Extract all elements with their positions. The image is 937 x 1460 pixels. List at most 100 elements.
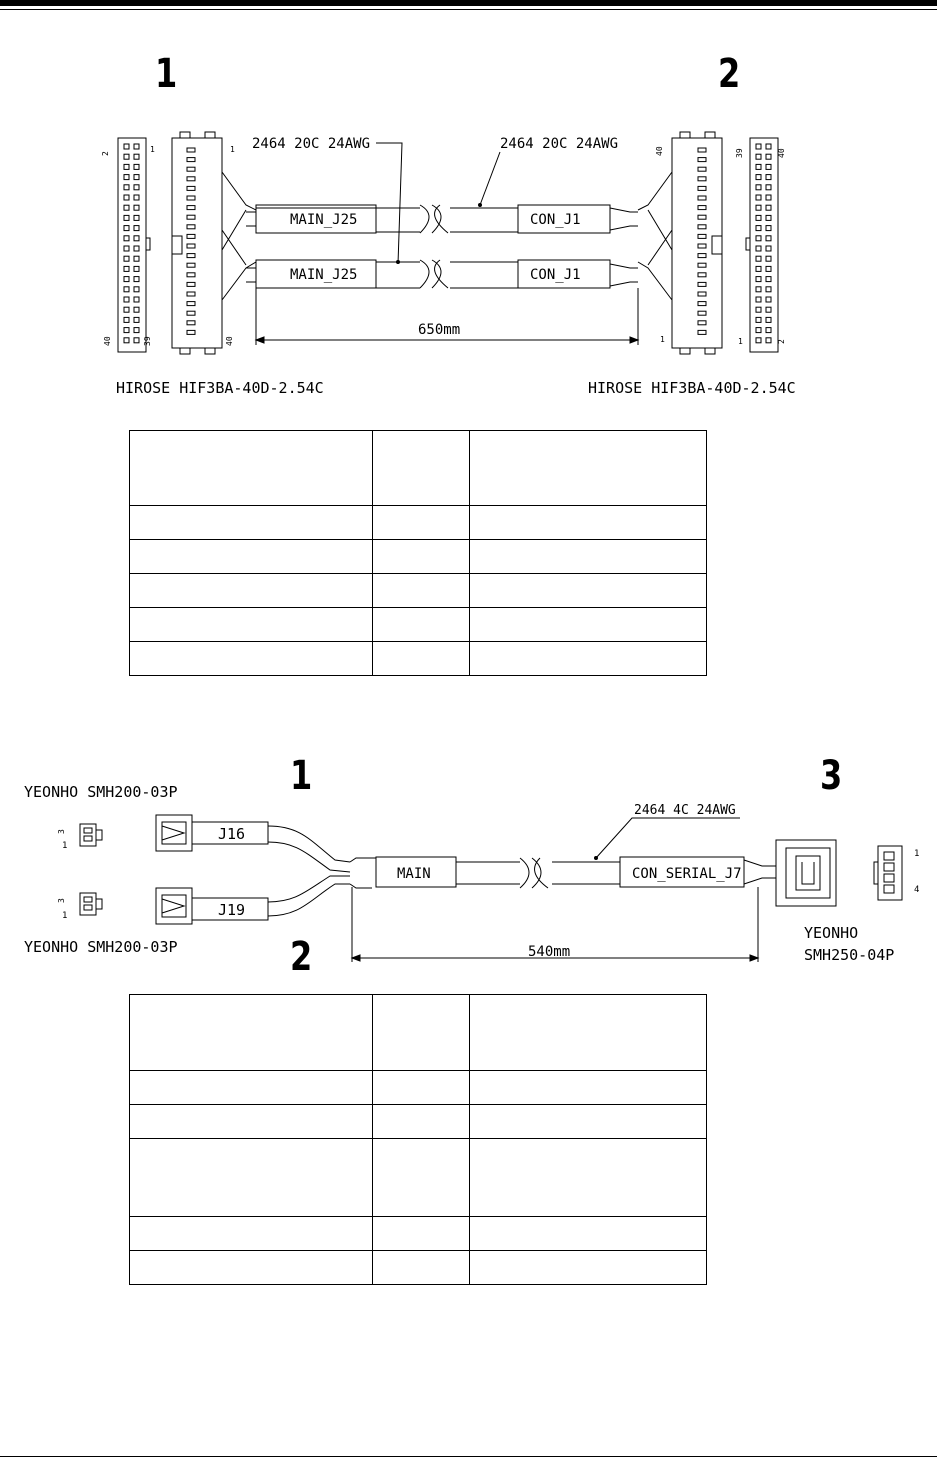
pin bbox=[765, 225, 772, 232]
wire-spec: 2464 4C 24AWG bbox=[634, 803, 736, 818]
contact-slot bbox=[186, 310, 196, 316]
table-row bbox=[129, 505, 707, 540]
end-label-1: 1 bbox=[155, 51, 178, 97]
pin-number: 1 bbox=[914, 849, 919, 859]
pin-number: 1 bbox=[660, 335, 665, 344]
pin bbox=[755, 184, 762, 191]
pin bbox=[755, 316, 762, 323]
footer-rule bbox=[0, 1456, 937, 1457]
contact-slot bbox=[697, 157, 707, 163]
end-label: CON_SERIAL_J7 bbox=[632, 866, 742, 882]
pin bbox=[133, 306, 140, 313]
contact-slot bbox=[697, 329, 707, 335]
contact-slot bbox=[697, 176, 707, 182]
pin bbox=[123, 235, 130, 242]
pin bbox=[133, 204, 140, 211]
spec-table-1 bbox=[129, 430, 707, 676]
header-3pin-bottom bbox=[79, 892, 97, 916]
pin bbox=[123, 174, 130, 181]
contact-slot bbox=[186, 166, 196, 172]
pin-number: 1 bbox=[62, 911, 67, 921]
pin bbox=[123, 194, 130, 201]
pin bbox=[755, 235, 762, 242]
pin bbox=[133, 286, 140, 293]
contact-slot bbox=[186, 224, 196, 230]
contact-slot bbox=[697, 262, 707, 268]
branch-label-j19: J19 bbox=[218, 901, 245, 919]
cable-diagram-2: 2464 4C 24AWG J16 J19 MAIN CON_SERIAL_J7… bbox=[57, 803, 919, 962]
pin bbox=[133, 235, 140, 242]
pin bbox=[765, 153, 772, 160]
pin bbox=[755, 174, 762, 181]
table-row bbox=[129, 1138, 707, 1217]
pin bbox=[755, 245, 762, 252]
pin-number: 40 bbox=[777, 148, 786, 158]
spec-table-2 bbox=[129, 994, 707, 1285]
housing-j19 bbox=[155, 887, 193, 925]
contact-slot bbox=[186, 233, 196, 239]
idc-connector-right bbox=[671, 137, 723, 349]
pin-number: 1 bbox=[62, 841, 67, 851]
pin bbox=[123, 184, 130, 191]
contact-slot bbox=[697, 233, 707, 239]
contact-slot bbox=[697, 224, 707, 230]
pin bbox=[755, 327, 762, 334]
pin-number: 3 bbox=[57, 898, 66, 903]
contact-slot bbox=[186, 253, 196, 259]
pin bbox=[755, 143, 762, 150]
pin bbox=[755, 286, 762, 293]
pin-number: 39 bbox=[143, 336, 152, 346]
contact-slot bbox=[186, 176, 196, 182]
contact-slot bbox=[697, 253, 707, 259]
pin bbox=[133, 337, 140, 344]
branch-label-box-j19 bbox=[191, 897, 269, 921]
pin bbox=[123, 276, 130, 283]
pin bbox=[765, 163, 772, 170]
pin bbox=[123, 214, 130, 221]
pin-number: 3 bbox=[57, 829, 66, 834]
pin bbox=[123, 327, 130, 334]
pin bbox=[123, 306, 130, 313]
header-4pin bbox=[877, 845, 903, 901]
idc-connector-left bbox=[171, 137, 223, 349]
pin bbox=[765, 174, 772, 181]
contact-slot bbox=[697, 310, 707, 316]
contact-slot bbox=[697, 272, 707, 278]
connector-model-bottom: YEONHO SMH200-03P bbox=[24, 938, 178, 956]
end-label-3: 3 bbox=[820, 753, 843, 799]
length-dimension: 540mm bbox=[528, 944, 570, 960]
main-label: MAIN bbox=[397, 866, 431, 882]
pin-number: 1 bbox=[150, 145, 155, 154]
pin bbox=[755, 337, 762, 344]
pin bbox=[123, 316, 130, 323]
end-label-1: 1 bbox=[290, 753, 313, 799]
table-row bbox=[129, 1070, 707, 1105]
pin bbox=[133, 184, 140, 191]
pin bbox=[765, 327, 772, 334]
connector-model-left: HIROSE HIF3BA-40D-2.54C bbox=[116, 379, 324, 397]
contact-slot bbox=[186, 262, 196, 268]
contact-slot bbox=[186, 157, 196, 163]
pin bbox=[765, 337, 772, 344]
pin bbox=[133, 316, 140, 323]
contact-slot bbox=[186, 301, 196, 307]
table-row bbox=[129, 539, 707, 574]
contact-slot bbox=[186, 147, 196, 153]
pin bbox=[133, 214, 140, 221]
pin bbox=[755, 163, 762, 170]
pin bbox=[765, 286, 772, 293]
contact-slot bbox=[697, 243, 707, 249]
table-row bbox=[129, 430, 707, 506]
pin bbox=[123, 337, 130, 344]
pin-number: 4 bbox=[914, 885, 919, 895]
cable-label-box-main-bottom bbox=[255, 259, 377, 289]
pin bbox=[755, 153, 762, 160]
pin bbox=[765, 214, 772, 221]
connector-model-right: HIROSE HIF3BA-40D-2.54C bbox=[588, 379, 796, 397]
branch-label-box-j16 bbox=[191, 821, 269, 845]
contact-slot bbox=[186, 272, 196, 278]
pin bbox=[133, 153, 140, 160]
main-label-box bbox=[375, 856, 457, 888]
contact-slot bbox=[697, 205, 707, 211]
contact-slot bbox=[697, 301, 707, 307]
